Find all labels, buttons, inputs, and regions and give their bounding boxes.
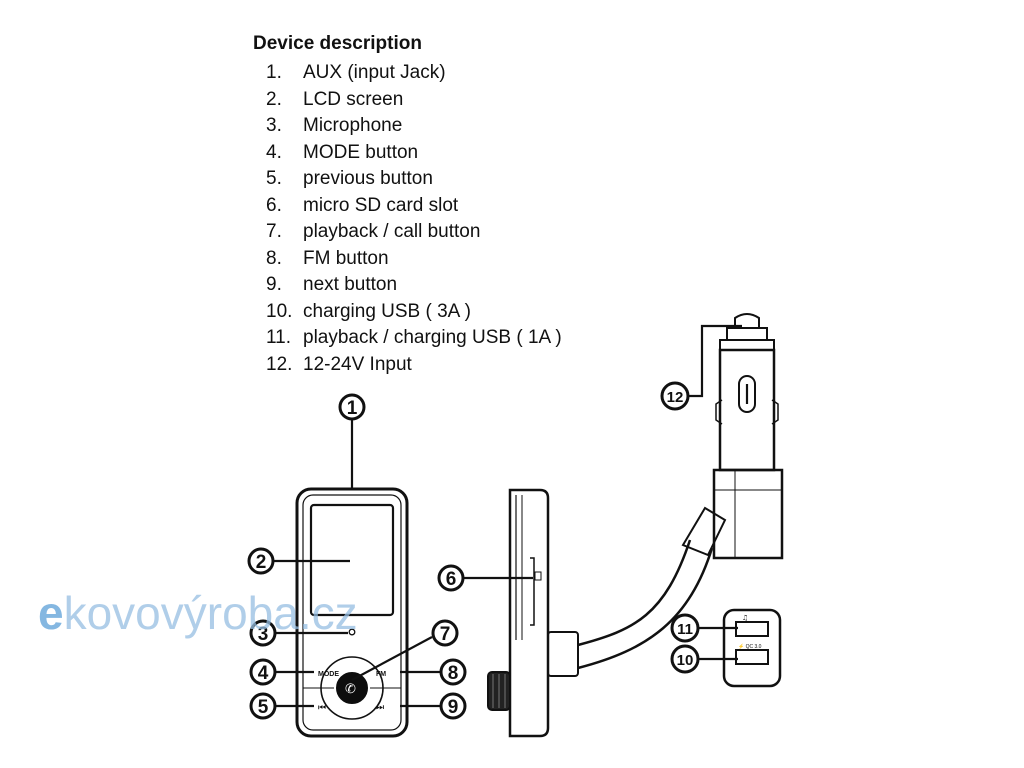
svg-text:12: 12 [667,389,684,406]
fm-label: FM [376,671,386,678]
list-item: 1.AUX (input Jack) [266,62,446,83]
list-item: 9.next button [266,274,398,295]
list-item: 11.playback / charging USB ( 1A ) [266,327,562,348]
callout-10: 10 [670,644,700,674]
callout-3: 3 [249,619,277,647]
svg-text:9: 9 [448,697,459,718]
music-note-icon: ♫ [742,614,748,622]
watermark: ekovovýroba.cz [38,587,358,639]
usb-port-1a [735,621,769,637]
previous-icon: ⏮ [318,703,326,713]
sd-card-slot [530,557,535,626]
svg-text:5: 5 [258,697,269,718]
next-icon: ⏭ [376,703,384,713]
callout-7: 7 [431,619,459,647]
list-item: 4.MODE button [266,141,419,163]
transmitter-side [487,488,579,738]
callout-2: 2 [247,547,275,575]
svg-text:10: 10 [677,652,694,669]
svg-text:6: 6 [446,569,457,590]
button-ring [320,656,384,720]
leader-lines [274,324,742,708]
svg-text:11: 11 [677,621,693,638]
list-item: 7.playback / call button [266,221,481,242]
svg-text:7: 7 [440,624,451,645]
svg-text:2: 2 [256,552,267,573]
qc-label: ⚡ QC 3.0 [738,643,762,650]
callout-5: 5 [249,692,277,720]
list-item: 3.Microphone [266,115,403,136]
callout-6: 6 [437,564,465,592]
list-item: 8.FM button [266,247,389,269]
list-item: 6.micro SD card slot [266,194,459,216]
callout-9: 9 [439,692,467,720]
list-item: 10.charging USB ( 3A ) [266,300,471,322]
description-list: 1.AUX (input Jack) 2.LCD screen 3.Microp… [266,60,562,378]
gooseneck [577,506,727,670]
usb-port-3a [735,649,769,665]
mode-label: MODE [318,671,339,678]
callout-8: 8 [439,658,467,686]
svg-text:3: 3 [258,624,269,645]
svg-text:8: 8 [448,663,459,684]
description-title: Device description [253,33,422,54]
callout-1: 1 [338,393,366,421]
list-item: 5.previous button [266,168,433,189]
phone-music-icon: ✆ [345,682,356,697]
svg-text:1: 1 [347,398,358,419]
play-call-button [334,670,370,706]
callout-12: 12 [660,381,690,411]
microphone-hole [348,628,356,636]
callout-4: 4 [249,658,277,686]
cigarette-plug [712,313,784,560]
list-item: 12.12-24V Input [266,353,412,375]
svg-text:4: 4 [258,663,269,684]
list-item: 2.LCD screen [266,88,404,110]
callout-11: 11 [670,613,700,643]
